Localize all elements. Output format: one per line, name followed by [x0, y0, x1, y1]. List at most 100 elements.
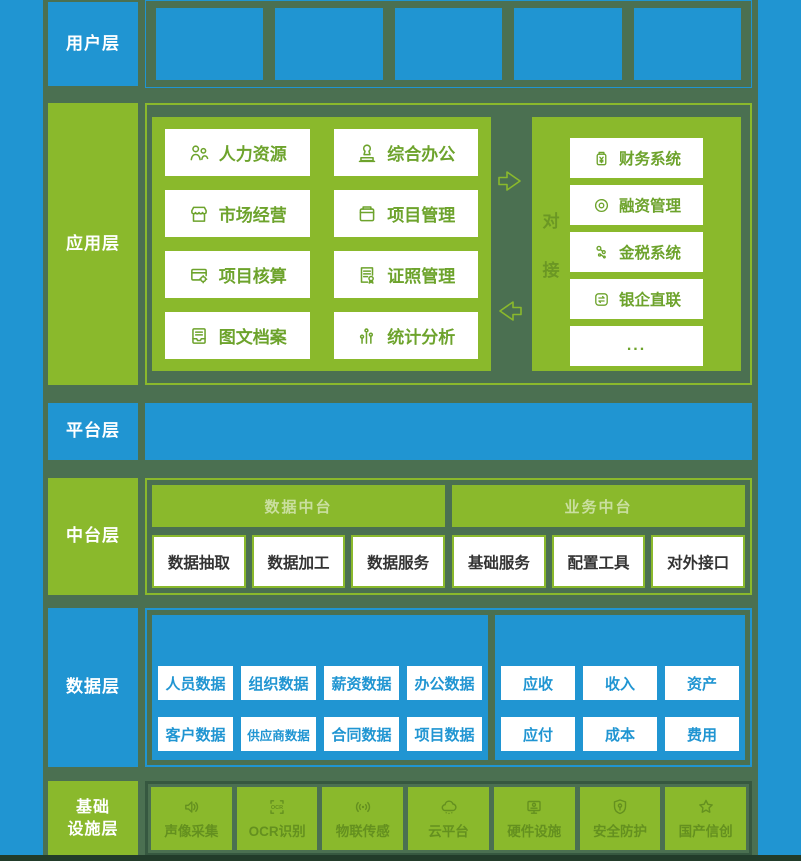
- user-box: [156, 8, 264, 80]
- app-layer-container: 人力资源 综合办公 市场经营 项目管理 项目核算 证照管理: [145, 103, 752, 385]
- bubbles-icon: [592, 243, 611, 262]
- user-layer-label-text: 用户层: [66, 33, 120, 53]
- data-item-box: 应付: [501, 717, 575, 751]
- data-row: 应付 成本 费用: [501, 717, 739, 751]
- hardware-icon: [524, 797, 544, 817]
- data-item-label: 费用: [686, 726, 717, 744]
- external-system-box-more: ...: [570, 326, 703, 366]
- infra-item-box: 云平台: [408, 787, 489, 850]
- app-module-label: 综合办公: [387, 145, 456, 164]
- data-item-label: 项目数据: [414, 726, 475, 744]
- app-module-box: 市场经营: [165, 190, 310, 237]
- app-module-box: 项目管理: [333, 190, 478, 237]
- finance-data-panel: 应收 收入 资产 应付 成本 费用: [495, 615, 745, 760]
- infra-item-label: 物联传感: [335, 824, 390, 839]
- app-module-box: 统计分析: [333, 312, 478, 359]
- connector-char: 对: [542, 212, 560, 231]
- user-box: [394, 8, 503, 80]
- infra-item-box: 安全防护: [579, 787, 661, 850]
- data-layer-label: 数据层: [48, 608, 138, 767]
- data-item-label: 收入: [604, 675, 635, 693]
- infra-item-box: 国产信创: [665, 787, 747, 850]
- data-item-box: 客户数据: [158, 717, 233, 751]
- middle-item-box: 对外接口: [651, 535, 746, 588]
- app-module-label: 证照管理: [387, 267, 456, 286]
- data-item-box: 资产: [665, 666, 739, 700]
- document-archive-icon: [188, 325, 210, 347]
- app-module-box: 人力资源: [165, 129, 310, 176]
- middle-layer-container: 数据中台 数据抽取 数据加工 数据服务 业务中台 基础服务 配置工具 对外接口: [145, 478, 752, 595]
- storefront-icon: [188, 203, 210, 225]
- external-systems-list: 财务系统 融资管理 金税系统 银企直联 ...: [570, 117, 741, 366]
- external-system-label: 金税系统: [618, 245, 681, 262]
- data-item-label: 办公数据: [414, 675, 475, 693]
- app-module-label: 项目管理: [387, 206, 456, 225]
- data-item-label: 供应商数据: [247, 728, 310, 743]
- svg-text:OCR: OCR: [271, 805, 283, 811]
- data-item-label: 成本: [604, 726, 635, 744]
- external-systems-panel: 对 接 财务系统 融资管理 金税系统 银企直联: [532, 117, 741, 371]
- shield-icon: [610, 797, 630, 817]
- infra-item-label: 硬件设施: [507, 824, 562, 839]
- middle-item-label: 配置工具: [567, 554, 630, 572]
- app-module-box: 证照管理: [333, 251, 478, 298]
- app-module-label: 统计分析: [387, 328, 456, 347]
- user-box: [275, 8, 383, 80]
- card-gear-icon: [188, 264, 210, 286]
- infra-item-label: 云平台: [428, 824, 469, 839]
- user-box: [514, 8, 622, 80]
- infra-item-box: 物联传感: [322, 787, 404, 850]
- bottom-dark-strip: [0, 855, 801, 861]
- middle-item-box: 数据抽取: [152, 535, 246, 588]
- data-item-box: 供应商数据: [241, 717, 316, 751]
- data-item-box: 合同数据: [324, 717, 399, 751]
- business-data-panel: 人员数据 组织数据 薪资数据 办公数据 客户数据 供应商数据 合同数据 项目数据: [152, 615, 488, 760]
- external-system-box: 财务系统: [570, 138, 703, 178]
- user-layer-container: [145, 0, 752, 88]
- infra-item-label: 声像采集: [164, 824, 219, 839]
- external-system-box: 金税系统: [570, 232, 703, 272]
- middle-item-label: 数据抽取: [167, 554, 230, 572]
- app-module-label: 图文档案: [218, 328, 287, 347]
- external-system-box: 银企直联: [570, 279, 703, 319]
- data-item-label: 应付: [522, 726, 553, 744]
- infra-layer-label: 基础 设施层: [48, 781, 138, 856]
- app-module-label: 项目核算: [218, 267, 287, 286]
- ocr-icon: OCR: [267, 797, 287, 817]
- middle-layer-label-text: 中台层: [66, 526, 120, 546]
- bar-chart-icon: [356, 325, 378, 347]
- infra-layer-container: 声像采集 OCR OCR识别 物联传感 云平台 硬件设施 安全防护 国产信创: [145, 781, 752, 856]
- right-blue-strip: [758, 0, 801, 861]
- exchange-icon: [592, 290, 611, 309]
- external-system-label: 银企直联: [618, 292, 681, 309]
- middle-item-box: 数据服务: [351, 535, 446, 588]
- middle-item-label: 数据服务: [367, 554, 430, 572]
- middle-item-box: 配置工具: [551, 535, 646, 588]
- infra-item-box: 硬件设施: [493, 787, 575, 850]
- data-layer-container: 人员数据 组织数据 薪资数据 办公数据 客户数据 供应商数据 合同数据 项目数据…: [145, 608, 752, 767]
- data-item-label: 资产: [686, 675, 717, 693]
- data-row: 人员数据 组织数据 薪资数据 办公数据: [158, 666, 482, 700]
- infra-item-label: OCR识别: [248, 824, 306, 839]
- data-item-box: 应收: [501, 666, 575, 700]
- speaker-icon: [181, 797, 201, 817]
- coin-icon: [592, 196, 611, 215]
- user-box: [633, 8, 742, 80]
- arrow-left-icon: [496, 297, 524, 325]
- connector-label: 对 接: [532, 117, 570, 371]
- middle-layer-label: 中台层: [48, 478, 138, 595]
- data-item-label: 合同数据: [331, 726, 392, 744]
- data-item-box: 收入: [583, 666, 657, 700]
- group-items-row: 数据抽取 数据加工 数据服务: [152, 535, 446, 588]
- certificate-icon: [356, 264, 378, 286]
- data-item-box: 成本: [583, 717, 657, 751]
- app-layer-label: 应用层: [48, 103, 138, 385]
- data-item-box: 薪资数据: [324, 666, 399, 700]
- data-item-label: 薪资数据: [331, 675, 392, 693]
- data-item-box: 费用: [665, 717, 739, 751]
- data-item-box: 人员数据: [158, 666, 233, 700]
- platform-layer-bar: [145, 403, 752, 460]
- project-board-icon: [356, 203, 378, 225]
- cloud-icon: [439, 797, 459, 817]
